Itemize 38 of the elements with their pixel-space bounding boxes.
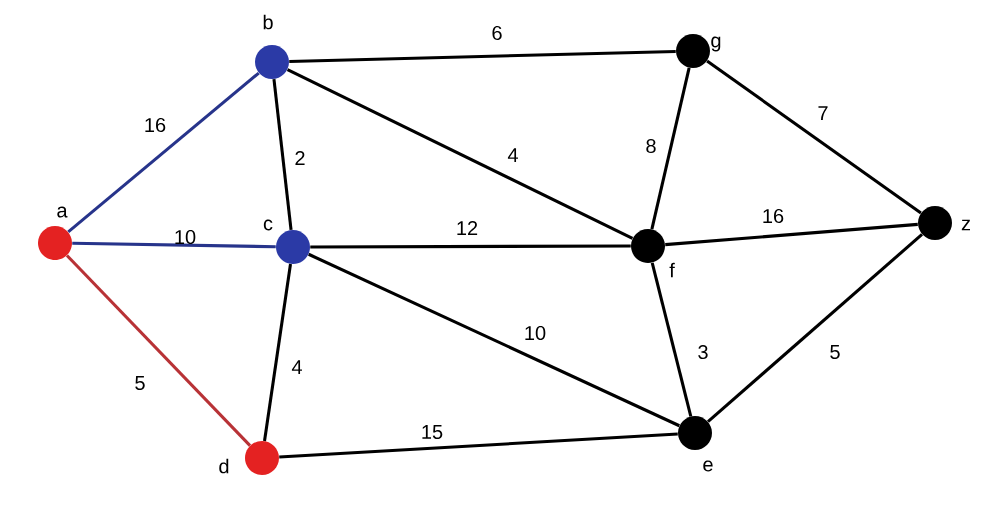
- vertex-label: a: [57, 206, 68, 218]
- edge-label: 3: [698, 344, 708, 360]
- edge-line: [65, 254, 252, 447]
- edge-label: 16: [763, 208, 784, 224]
- edge-line: [263, 263, 292, 442]
- edge-line: [272, 79, 293, 231]
- edge-line: [706, 59, 922, 215]
- vertex-label: e: [703, 460, 713, 472]
- vertex-label: b: [263, 14, 273, 30]
- edge-label: 10: [175, 229, 196, 245]
- edge-label: 5: [135, 376, 145, 390]
- vertex-label: d: [219, 458, 229, 474]
- edge-line: [289, 49, 676, 64]
- edge-label: 7: [818, 106, 828, 120]
- edge-line: [665, 222, 918, 247]
- edge-line: [279, 432, 678, 459]
- edge-line: [707, 233, 924, 423]
- edge-line: [308, 252, 680, 428]
- edge-line: [286, 68, 634, 240]
- edge-label: 6: [492, 25, 502, 41]
- vertex-label: c: [263, 219, 273, 231]
- edge-line: [650, 262, 693, 417]
- edge-line: [67, 71, 260, 234]
- edge-line: [72, 241, 276, 249]
- edge-label: 2: [295, 151, 305, 165]
- edge-label: 4: [291, 360, 302, 374]
- vertex-label: z: [961, 219, 970, 231]
- edge-label: 16: [145, 117, 166, 133]
- edge-label: 12: [457, 221, 478, 235]
- edge-label: 4: [507, 148, 518, 162]
- edge-label: 10: [525, 325, 546, 341]
- edge-line: [310, 244, 631, 249]
- edge-label: 5: [830, 345, 840, 359]
- edge-label: 8: [646, 138, 656, 154]
- edge-label: 15: [422, 425, 443, 439]
- edge-line: [650, 67, 691, 230]
- vertex-label: g: [711, 36, 721, 52]
- vertex-label: f: [669, 262, 675, 278]
